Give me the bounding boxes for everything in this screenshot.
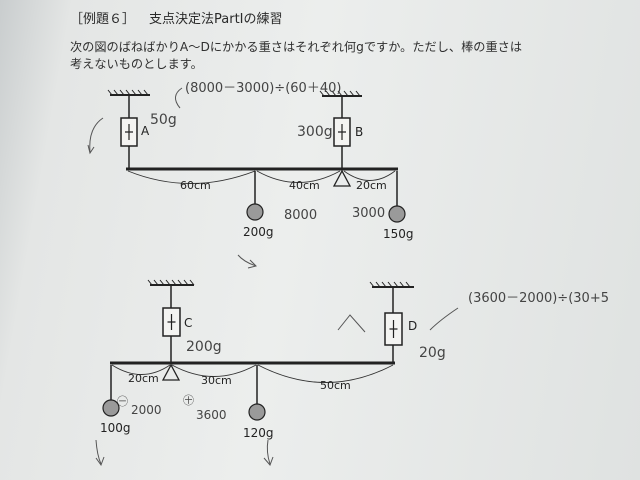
handwritten-moment-2000: 2000 — [131, 403, 162, 417]
handwritten-moment-8000: 8000 — [284, 208, 317, 223]
question-line-2: 考えないものとします。 — [70, 57, 203, 71]
pencil-annotations: (8000－3000)÷(60＋40) 50g 300g 8000 3000 (… — [87, 81, 609, 467]
span-arc-60 — [127, 170, 256, 184]
hand-caret-d — [337, 314, 366, 333]
handwritten-answer-b: 300g — [297, 124, 333, 140]
scale-label-a: A — [141, 124, 150, 138]
hand-arrow-bottom — [266, 439, 271, 465]
handwritten-formula-top: (8000－3000)÷(60＋40) — [185, 81, 341, 96]
weight-200g — [246, 203, 264, 221]
distance-label-20b: 20cm — [128, 372, 159, 385]
weight-100g — [102, 399, 120, 417]
weight-120g — [248, 403, 266, 421]
weight-label-150g: 150g — [383, 227, 414, 241]
example-number: ［例題６］ — [70, 12, 136, 27]
span-arc-40 — [256, 170, 341, 183]
spring-scale-a-mark — [125, 124, 133, 140]
span-arc-30 — [171, 364, 257, 377]
weight-label-120g: 120g — [243, 426, 274, 440]
distance-label-50: 50cm — [320, 379, 351, 392]
diagram-1: A B 60cm 40cm 20cm 200g 150g — [107, 89, 414, 241]
fulcrum-2 — [161, 363, 181, 381]
weight-150g — [388, 205, 406, 223]
fulcrum-1 — [332, 169, 352, 187]
example-title: ［例題６］ 支点決定法PartⅠの練習 — [70, 8, 283, 27]
span-arc-20b — [111, 364, 171, 375]
scale-label-b: B — [355, 125, 363, 139]
ceiling-c — [147, 279, 195, 286]
span-arc-50 — [257, 364, 394, 383]
hand-arrow-left — [95, 439, 102, 465]
example-heading: 支点決定法PartⅠの練習 — [149, 12, 283, 27]
handwritten-answer-d: 20g — [419, 345, 446, 361]
distance-label-60: 60cm — [180, 179, 211, 192]
distance-label-20: 20cm — [356, 179, 387, 192]
handwritten-moment-3000: 3000 — [352, 206, 385, 221]
handwritten-plus-mark: ㊉ — [183, 394, 194, 407]
distance-label-40: 40cm — [289, 179, 320, 192]
handwritten-answer-c: 200g — [186, 339, 222, 355]
weight-label-200g: 200g — [243, 225, 274, 239]
question-line-1: 次の図のばねばかりA～Dにかかる重さはそれぞれ何gですか。ただし、棒の重さは — [70, 40, 523, 54]
handwritten-minus-mark: ㊀ — [117, 395, 128, 408]
distance-label-30: 30cm — [201, 374, 232, 387]
handwritten-moment-3600: 3600 — [196, 408, 227, 422]
ceiling-a — [107, 89, 150, 96]
diagram-2: C D 20cm 30cm 50cm 100g 120g — [100, 279, 417, 440]
hand-arrow-mid — [237, 254, 257, 267]
hand-arrow-a — [89, 117, 104, 153]
spring-scale-c-mark — [167, 314, 176, 330]
handwritten-formula-right: (3600－2000)÷(30+5 — [468, 291, 609, 306]
scale-label-d: D — [408, 319, 417, 333]
weight-label-100g: 100g — [100, 421, 131, 435]
handwritten-answer-a: 50g — [150, 112, 177, 128]
ceiling-d — [369, 281, 414, 288]
spring-scale-d-mark — [389, 320, 398, 338]
span-arc-20 — [343, 170, 396, 181]
scale-label-c: C — [184, 316, 192, 330]
spring-scale-b-mark — [338, 124, 346, 140]
